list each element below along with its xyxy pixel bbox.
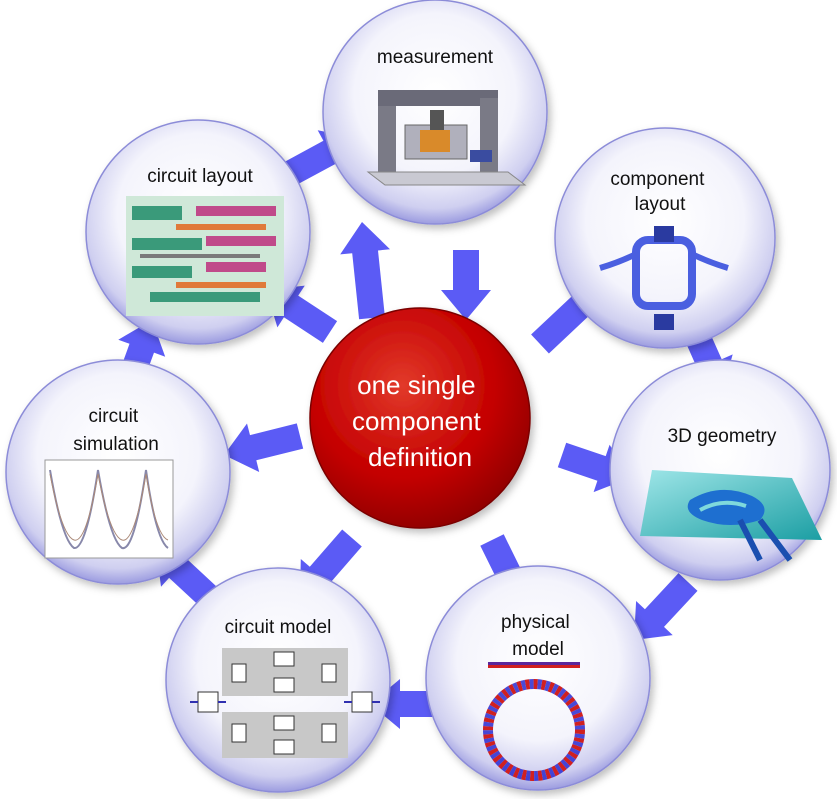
node-label: physical model: [501, 612, 575, 660]
node-component-layout: component layout: [554, 127, 776, 349]
block-schematic-icon: [190, 648, 380, 758]
node-circuit-layout: circuit layout: [85, 119, 311, 345]
ring-mode-field-icon: [483, 662, 585, 781]
node-label: component layout: [610, 169, 709, 215]
node-3d-geometry: 3D geometry: [609, 359, 831, 581]
node-physical-model: physical model: [425, 565, 651, 791]
probe-station-icon: [366, 90, 527, 186]
center-label: one single component definition: [352, 370, 488, 472]
arrow-measurement-to-center: [441, 250, 491, 320]
node-circuit-model: circuit model: [165, 567, 391, 793]
mask-layout-icon: [126, 196, 284, 316]
node-label: measurement: [377, 47, 494, 68]
node-label: 3D geometry: [668, 426, 777, 447]
arrow-center-to-circuit-simulation: [224, 423, 304, 472]
waveguide-3d-icon: [640, 470, 822, 562]
node-label: circuit model: [225, 617, 332, 638]
spectrum-plot-icon: [44, 459, 174, 559]
node-label: circuit simulation: [73, 406, 159, 455]
node-label: circuit layout: [147, 166, 253, 187]
center-definition: one single component definition: [309, 307, 531, 529]
node-measurement: measurement: [322, 0, 548, 225]
arrow-3d-geometry-to-physical-model: [634, 573, 698, 640]
arrow-center-to-measurement: [340, 222, 390, 320]
node-circuit-simulation: circuit simulation: [5, 359, 231, 585]
ring-resonator-layout-icon: [599, 226, 729, 330]
